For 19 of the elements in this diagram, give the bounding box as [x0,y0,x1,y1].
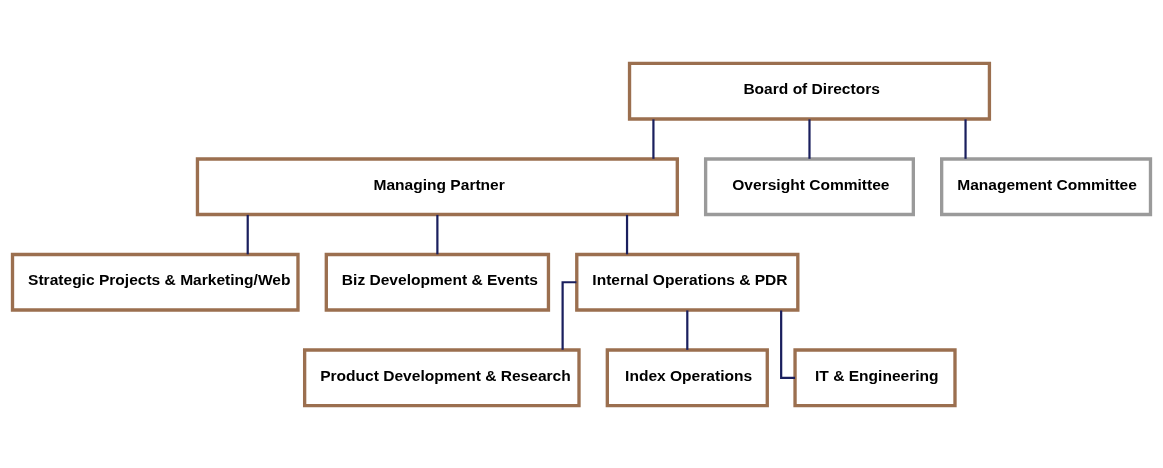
node-box: Oversight Committee [703,156,915,216]
node-box: IT & Engineering [793,347,957,407]
node-box: Board of Directors [627,61,992,121]
connector [625,214,629,254]
connector [808,118,811,159]
connector [561,280,577,350]
node-box: Biz Development & Events [324,252,551,312]
connector [964,118,967,159]
node-box: Product Development & Research [302,347,581,407]
connector [652,118,655,159]
connector [436,214,439,254]
node-box: Index Operations [605,347,769,407]
connector [246,214,249,254]
node-box: Management Committee [940,156,1153,216]
node-box: Managing Partner [195,156,679,216]
node-box: Strategic Projects & Marketing/Web [10,252,300,312]
connector [686,309,689,350]
node-box: Internal Operations & PDR [575,252,800,312]
connector [780,309,795,379]
